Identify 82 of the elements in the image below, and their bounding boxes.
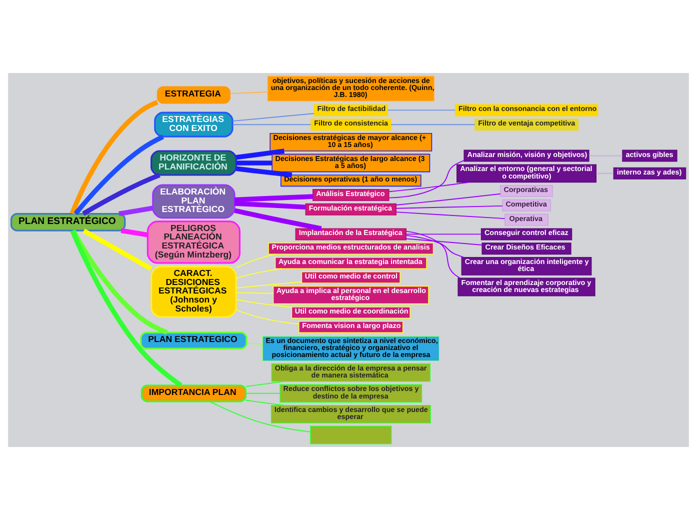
node-box: Fomentar el aprendizaje corporativo y creación de nuevas estrategias [458,278,596,296]
node-box: Analizar el entorno (general y sectorial o competitivo) [456,164,596,183]
node-box: PELIGROS PLANEACIÓN ESTRATÉGICA (Según Mintzberg) [146,220,240,264]
connector [82,228,152,271]
connector [596,172,614,174]
node-box: ELABORACIÒN PLAN ESTRATÈGICO [152,184,236,219]
connector [245,380,285,387]
connector [236,148,285,160]
connector [232,113,315,122]
connector [388,182,470,192]
connector [245,400,285,406]
connector [396,205,503,209]
node-box: Crear una organización inteligente y ética [461,257,592,276]
connector [246,342,263,345]
node-box: ESTRATEGIA [156,86,230,104]
node-box: CARACT. DESICIONES ESTRATÉGICAS (Johnson y Scholes) [150,266,237,318]
node-box: Análisis Estratégico [312,189,390,201]
connector [406,234,465,258]
node-box: PLAN ESTRATÉGICO [10,213,126,232]
node-box: Conseguir control eficaz [480,228,572,240]
node-box: Decisiones Estratégicas de largo alcance (3 a 5 años) [272,154,430,172]
connector [70,230,182,388]
connector [236,160,272,166]
node-box: Filtro con la consonancia con el entorno [454,104,598,116]
connector [387,110,456,111]
node-box: HORIZONTE DE PLANIFICACIÒN [150,150,237,176]
node-box: Es un documento que sintetiza a nivel económico, financiero, estratégico y organizativo el posicionamiento actual y futuro de la empresa [262,336,440,362]
node-box: Analizar misión, visión y objetivos) [464,150,590,162]
connector [406,238,483,246]
connector [406,230,460,279]
node-box: objetivos, políticas y sucesión de acciones de una organización de un todo coherente. (Quinn, J.B. 1980) [267,76,434,102]
node-box: PLAN ESTRATEGICO [140,332,248,350]
connector [234,201,306,210]
node-box: Identifica cambios y desarrollo que se puede esperar [270,405,431,424]
connector [236,281,302,288]
node-box: Decisiones estratégicas de mayor alcance (+ 10 a 15 años) [270,133,432,152]
node-box: Obliga a la dirección de la empresa a pensar de manera sistemática [271,363,430,382]
connector [236,166,292,178]
connector [232,124,312,126]
connector [82,172,160,216]
connector [396,212,506,220]
connector [236,299,292,308]
connector [236,310,300,325]
connector [236,254,276,268]
node-box: Util como medio de control [301,271,400,284]
connector [390,124,476,126]
connector [388,160,464,198]
connector [118,206,153,216]
connector [245,392,280,394]
node-box: Filtro de ventaja competitiva [474,118,578,131]
connector [588,155,623,156]
connector [229,92,268,94]
connector [406,234,482,235]
node-box: Proporciona medios estructurados de analisis [268,242,434,255]
connector [120,228,148,238]
node-box: Ayuda a comunicar la estrategia intentada [274,257,427,269]
node-box: Crear Diseños Eficaces [482,242,572,255]
node-box: Decisiones operativas (1 año o menos) [280,174,422,187]
node-box: Filtro de factibilidad [314,104,388,116]
node-box: Util como medio de coordinación [291,306,410,319]
node-box: Fomenta vision a largo plazo [298,321,404,333]
node-box: ESTRATÈGIAS CON EXITO [154,112,234,138]
node-box: Competitiva [502,199,551,212]
node-box: Corporativas [500,185,553,197]
node-box: Filtro de consistencia [310,118,392,131]
connector [209,401,311,432]
node-box: Reduce conflictos sobre los objetivos y destino de la empresa [280,384,422,403]
connector [70,100,158,214]
connector [234,208,322,231]
connector [396,193,501,206]
node-box: Implantación de la Estratégica [295,228,406,240]
connector [234,194,313,202]
node-box [310,426,392,444]
node-box: Formulación estratégica [305,203,396,216]
connector [74,134,164,216]
node-box: interno zas y ades) [613,167,686,180]
connector [236,268,282,279]
node-box: activos gibles [622,150,678,162]
node-box: Operativa [504,214,548,226]
connector [236,292,274,294]
node-box: Ayuda a implica al personal en el desarrollo estratégico [272,286,429,304]
node-box: IMPORTANCIA PLAN [140,384,246,402]
